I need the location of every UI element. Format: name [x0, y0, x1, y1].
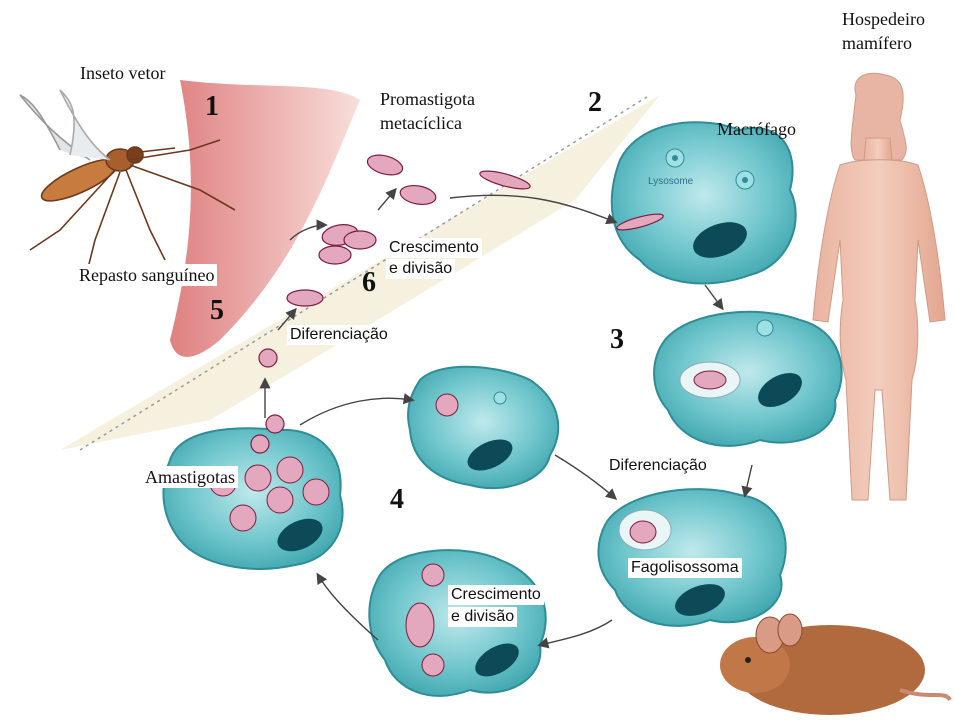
macrophage-cell-1: [612, 122, 796, 283]
step-2: 2: [588, 88, 602, 118]
macrophage-cell-6: [408, 367, 558, 488]
label-blood-meal: Repasto sanguíneo: [76, 264, 217, 286]
label-amastigotes: Amastigotas: [142, 466, 238, 488]
label-growth-top-line2: e divisão: [386, 259, 455, 279]
human-host-icon: [813, 73, 945, 500]
label-phagolysosome: Fagolisossoma: [628, 558, 742, 578]
label-growth-bottom-line1: Crescimento: [448, 585, 544, 605]
label-promastigote-line1: Promastigota: [380, 88, 475, 110]
label-growth-bottom-line2: e divisão: [448, 607, 517, 627]
step-5: 5: [210, 296, 224, 326]
step-1: 1: [205, 92, 219, 122]
macrophage-cell-2: [654, 312, 842, 446]
step-4: 4: [390, 485, 404, 515]
mouse-host-icon: [720, 614, 950, 715]
label-insect-vector: Inseto vetor: [80, 62, 165, 84]
label-growth-top-line1: Crescimento: [386, 238, 482, 258]
step-6: 6: [362, 268, 376, 298]
label-macrophage: Macrófago: [717, 118, 796, 140]
step-3: 3: [610, 325, 624, 355]
label-lysosome: Lysosome: [648, 176, 693, 187]
label-differentiation-right: Diferenciação: [606, 456, 710, 476]
label-host-line1: Hospedeiro: [842, 8, 925, 30]
label-promastigote-line2: metacíclica: [380, 112, 462, 134]
label-differentiation-top: Diferenciação: [287, 325, 391, 345]
label-host-line2: mamífero: [842, 32, 912, 54]
